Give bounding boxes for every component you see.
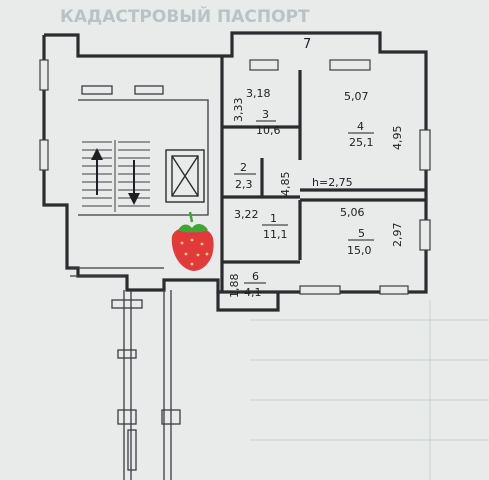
room-3-number: 3 [262, 108, 269, 121]
room-4-number: 4 [357, 120, 364, 133]
ceiling-height: h=2,75 [312, 176, 353, 189]
room-1-dim-width: 3,22 [234, 208, 259, 221]
room-6: 1,88 6 4,1 [228, 270, 266, 299]
balcony-number: 7 [303, 37, 311, 52]
room-3-area: 10,6 [256, 124, 281, 137]
background-form-lines [250, 300, 489, 480]
room-1-area: 11,1 [263, 228, 288, 241]
room-4-dim-width: 5,07 [344, 90, 369, 103]
room-5-dim-width: 5,06 [340, 206, 365, 219]
lower-wing-walls [111, 290, 181, 480]
header-text: КАДАСТРОВЫЙ ПАСПОРТ [60, 5, 310, 27]
room-6-number: 6 [252, 270, 259, 283]
room-3-dim-width: 3,18 [246, 87, 271, 100]
room-1-dim-height: 4,85 [279, 172, 292, 197]
room-5-dim-height: 2,97 [391, 223, 404, 248]
walls [42, 31, 428, 312]
room-4-area: 25,1 [349, 136, 374, 149]
room-5-number: 5 [358, 227, 365, 240]
room-1: 3,22 4,85 1 11,1 [234, 172, 292, 242]
room-2-number: 2 [240, 161, 247, 174]
room-1-number: 1 [270, 212, 277, 225]
room-5: 5,06 2,97 5 15,0 [340, 206, 404, 257]
windows [39, 59, 431, 295]
room-3-dim-height: 3,33 [232, 98, 245, 123]
stair-up-arrow-icon [91, 148, 103, 195]
elevator-icon [165, 149, 205, 203]
strawberry-icon [171, 211, 214, 271]
room-2-area: 2,3 [235, 178, 253, 191]
room-6-dim-height: 1,88 [228, 274, 241, 299]
room-4-dim-height: 4,95 [391, 126, 404, 151]
room-2: 2 2,3 [234, 161, 256, 191]
staircase [82, 140, 150, 212]
room-4: 5,07 4,95 4 25,1 [344, 90, 404, 150]
room-6-area: 4,1 [244, 286, 262, 299]
stair-down-arrow-icon [128, 160, 140, 205]
room-3: 3,18 3,33 3 10,6 [232, 87, 281, 137]
room-5-area: 15,0 [347, 244, 372, 257]
